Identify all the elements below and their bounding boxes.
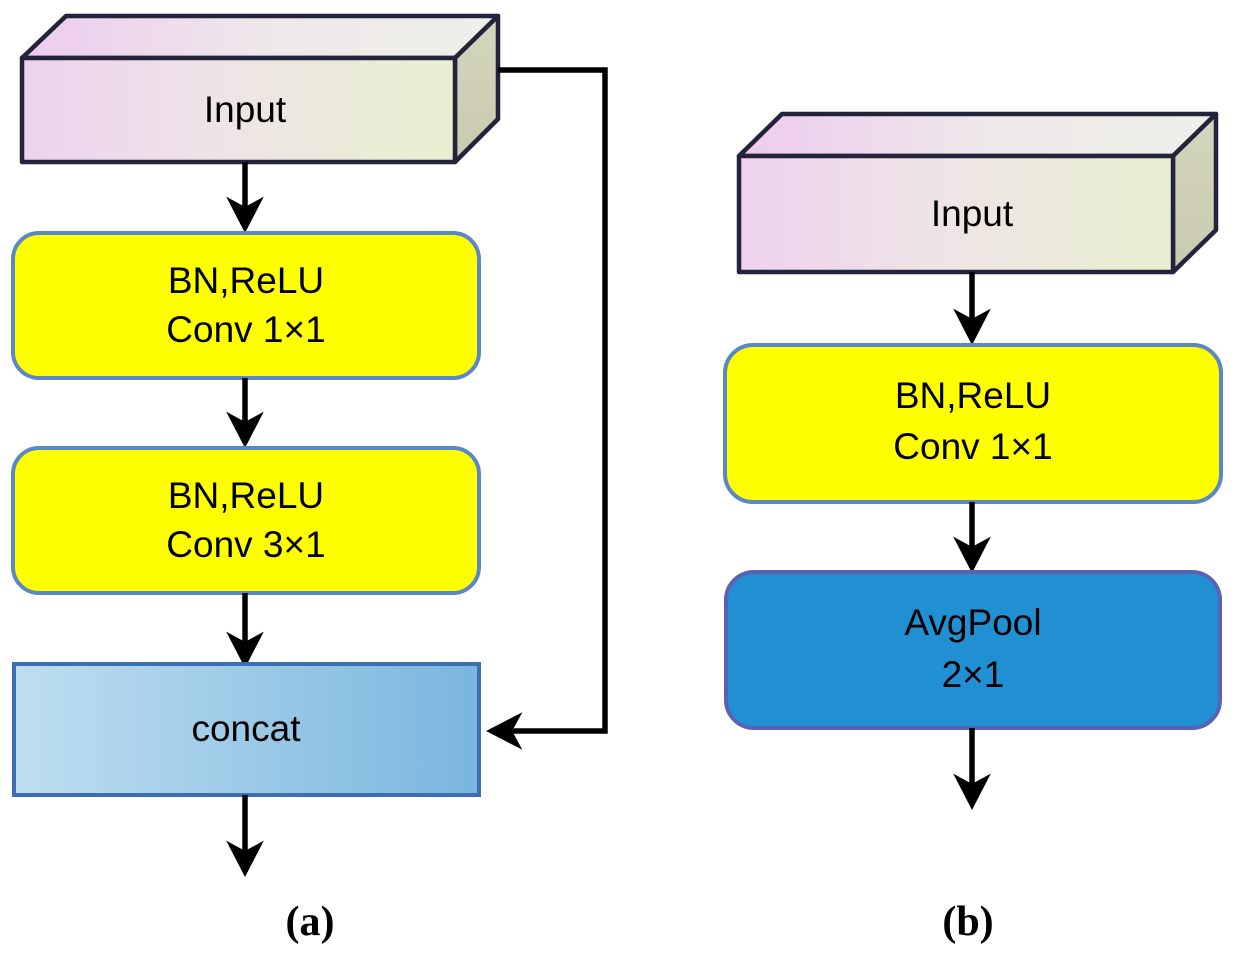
panel-b-caption: (b) [942, 899, 993, 945]
panel-a-input-block[interactable]: Input [19, 13, 501, 165]
bn-relu-conv1x1-line2: Conv 1×1 [166, 309, 325, 350]
panel-a-input-label: Input [204, 89, 287, 130]
bn-relu-conv3x1-line2: Conv 3×1 [166, 524, 325, 565]
bn-relu-conv3x1-box [11, 446, 481, 595]
concat-box [12, 662, 481, 797]
panel-a-concat-block[interactable]: concat [12, 662, 481, 797]
panel-a-bn-relu-conv3x1-block[interactable]: BN,ReLU Conv 3×1 [11, 446, 481, 595]
panel-b-input-label: Input [931, 193, 1014, 234]
panel-b-avgpool-block[interactable]: AvgPool 2×1 [724, 570, 1222, 730]
bn-relu-conv1x1-box [723, 343, 1223, 504]
input-block-top-face [736, 111, 1219, 159]
panel-a: Input BN,ReLU Conv 1×1 BN,ReLU Conv 3×1 [11, 13, 608, 945]
panel-a-edge-skip-input-to-concat [486, 67, 608, 750]
concat-label: concat [191, 708, 301, 749]
panel-b: Input BN,ReLU Conv 1×1 AvgPool 2×1 (b) [723, 111, 1223, 945]
input-block-front-face [19, 55, 458, 165]
avgpool-box [724, 570, 1222, 730]
bn-relu-conv1x1-line2: Conv 1×1 [893, 426, 1052, 467]
bn-relu-conv1x1-line1: BN,ReLU [168, 260, 324, 301]
panel-b-input-block[interactable]: Input [736, 111, 1219, 275]
input-block-top-face [19, 13, 501, 61]
bn-relu-conv1x1-line1: BN,ReLU [895, 375, 1051, 416]
panel-b-bn-relu-conv1x1-block[interactable]: BN,ReLU Conv 1×1 [723, 343, 1223, 504]
bn-relu-conv3x1-line1: BN,ReLU [168, 475, 324, 516]
bn-relu-conv1x1-box [11, 231, 481, 380]
avgpool-line1: AvgPool [904, 602, 1041, 643]
panel-a-caption: (a) [286, 899, 335, 945]
input-block-front-face [736, 153, 1176, 275]
panel-a-bn-relu-conv1x1-block[interactable]: BN,ReLU Conv 1×1 [11, 231, 481, 380]
avgpool-line2: 2×1 [942, 654, 1005, 695]
